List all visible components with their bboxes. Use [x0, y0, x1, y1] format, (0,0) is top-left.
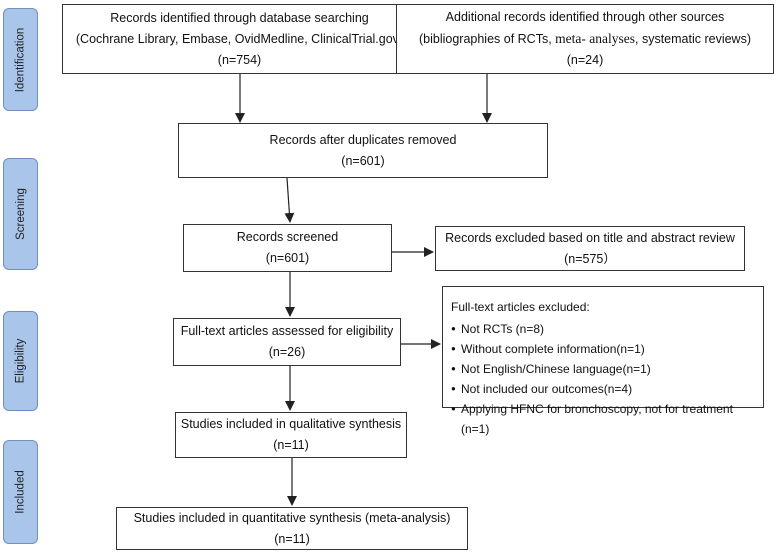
- fulltext-assessed-label: Full-text articles assessed for eligibil…: [180, 324, 394, 338]
- other-sources-box: Additional records identified through ot…: [396, 4, 774, 74]
- records-excluded-count: (n=575）: [564, 251, 616, 266]
- records-screened-box: Records screened (n=601): [183, 224, 392, 272]
- exclusion-reason: Not included our outcomes(n=4): [451, 379, 755, 399]
- other-sources-count: (n=24): [566, 53, 604, 67]
- records-screened-label: Records screened: [236, 230, 339, 244]
- qualitative-synthesis-count: (n=11): [273, 438, 309, 452]
- database-records-label: Records identified through database sear…: [110, 10, 369, 25]
- phase-eligibility-label: Eligibility: [14, 338, 27, 384]
- database-records-count: (n=754): [217, 52, 262, 67]
- other-sources-list: (bibliographies of RCTs, meta- analyses,…: [419, 28, 751, 50]
- other-sources-list-part2: , systematic reviews): [635, 32, 751, 46]
- exclusion-reason: Not RCTs (n=8): [451, 319, 755, 339]
- other-sources-meta-analyses: meta- analyses: [555, 31, 635, 46]
- records-screened-count: (n=601): [265, 251, 310, 265]
- exclusion-reason: Not English/Chinese language(n=1): [451, 359, 755, 379]
- qualitative-synthesis-label: Studies included in qualitative synthesi…: [180, 417, 402, 431]
- other-sources-list-part1: (bibliographies of RCTs,: [418, 32, 556, 46]
- quantitative-synthesis-count: (n=11): [274, 531, 310, 546]
- arrow-duplicates-to-screened: [284, 177, 295, 223]
- phase-included: Included: [3, 440, 38, 544]
- exclusion-reason: Without complete information(n=1): [451, 339, 755, 359]
- fulltext-assessed-box: Full-text articles assessed for eligibil…: [173, 318, 401, 366]
- quantitative-synthesis-label: Studies included in quantitative synthes…: [133, 510, 451, 525]
- duplicates-removed-label: Records after duplicates removed: [269, 132, 457, 147]
- fulltext-excluded-box: Full-text articles excluded: Not RCTs (n…: [442, 286, 764, 436]
- phase-included-label: Included: [14, 470, 27, 514]
- other-sources-label: Additional records identified through ot…: [445, 10, 725, 24]
- phase-screening: Screening: [3, 158, 38, 270]
- duplicates-removed-box: Records after duplicates removed (n=601): [178, 123, 548, 178]
- quantitative-synthesis-box: Studies included in quantitative synthes…: [116, 507, 468, 550]
- phase-eligibility: Eligibility: [3, 311, 38, 411]
- records-excluded-label: Records excluded based on title and abst…: [445, 230, 735, 245]
- fulltext-excluded-heading: Full-text articles excluded:: [451, 300, 590, 314]
- phase-identification: Identification: [3, 8, 38, 111]
- records-excluded-box: Records excluded based on title and abst…: [435, 226, 745, 271]
- phase-identification-label: Identification: [14, 27, 27, 92]
- database-sources: (Cochrane Library, Embase, OvidMedline, …: [75, 31, 404, 46]
- exclusion-reason: Applying HFNC for bronchoscopy, not for …: [451, 399, 755, 439]
- fulltext-assessed-count: (n=26): [268, 345, 306, 359]
- exclusion-reasons-list: Not RCTs (n=8) Without complete informat…: [451, 319, 755, 439]
- database-records-box: Records identified through database sear…: [62, 4, 417, 74]
- phase-screening-label: Screening: [14, 188, 27, 240]
- qualitative-synthesis-box: Studies included in qualitative synthesi…: [175, 412, 407, 458]
- duplicates-removed-count: (n=601): [341, 153, 385, 168]
